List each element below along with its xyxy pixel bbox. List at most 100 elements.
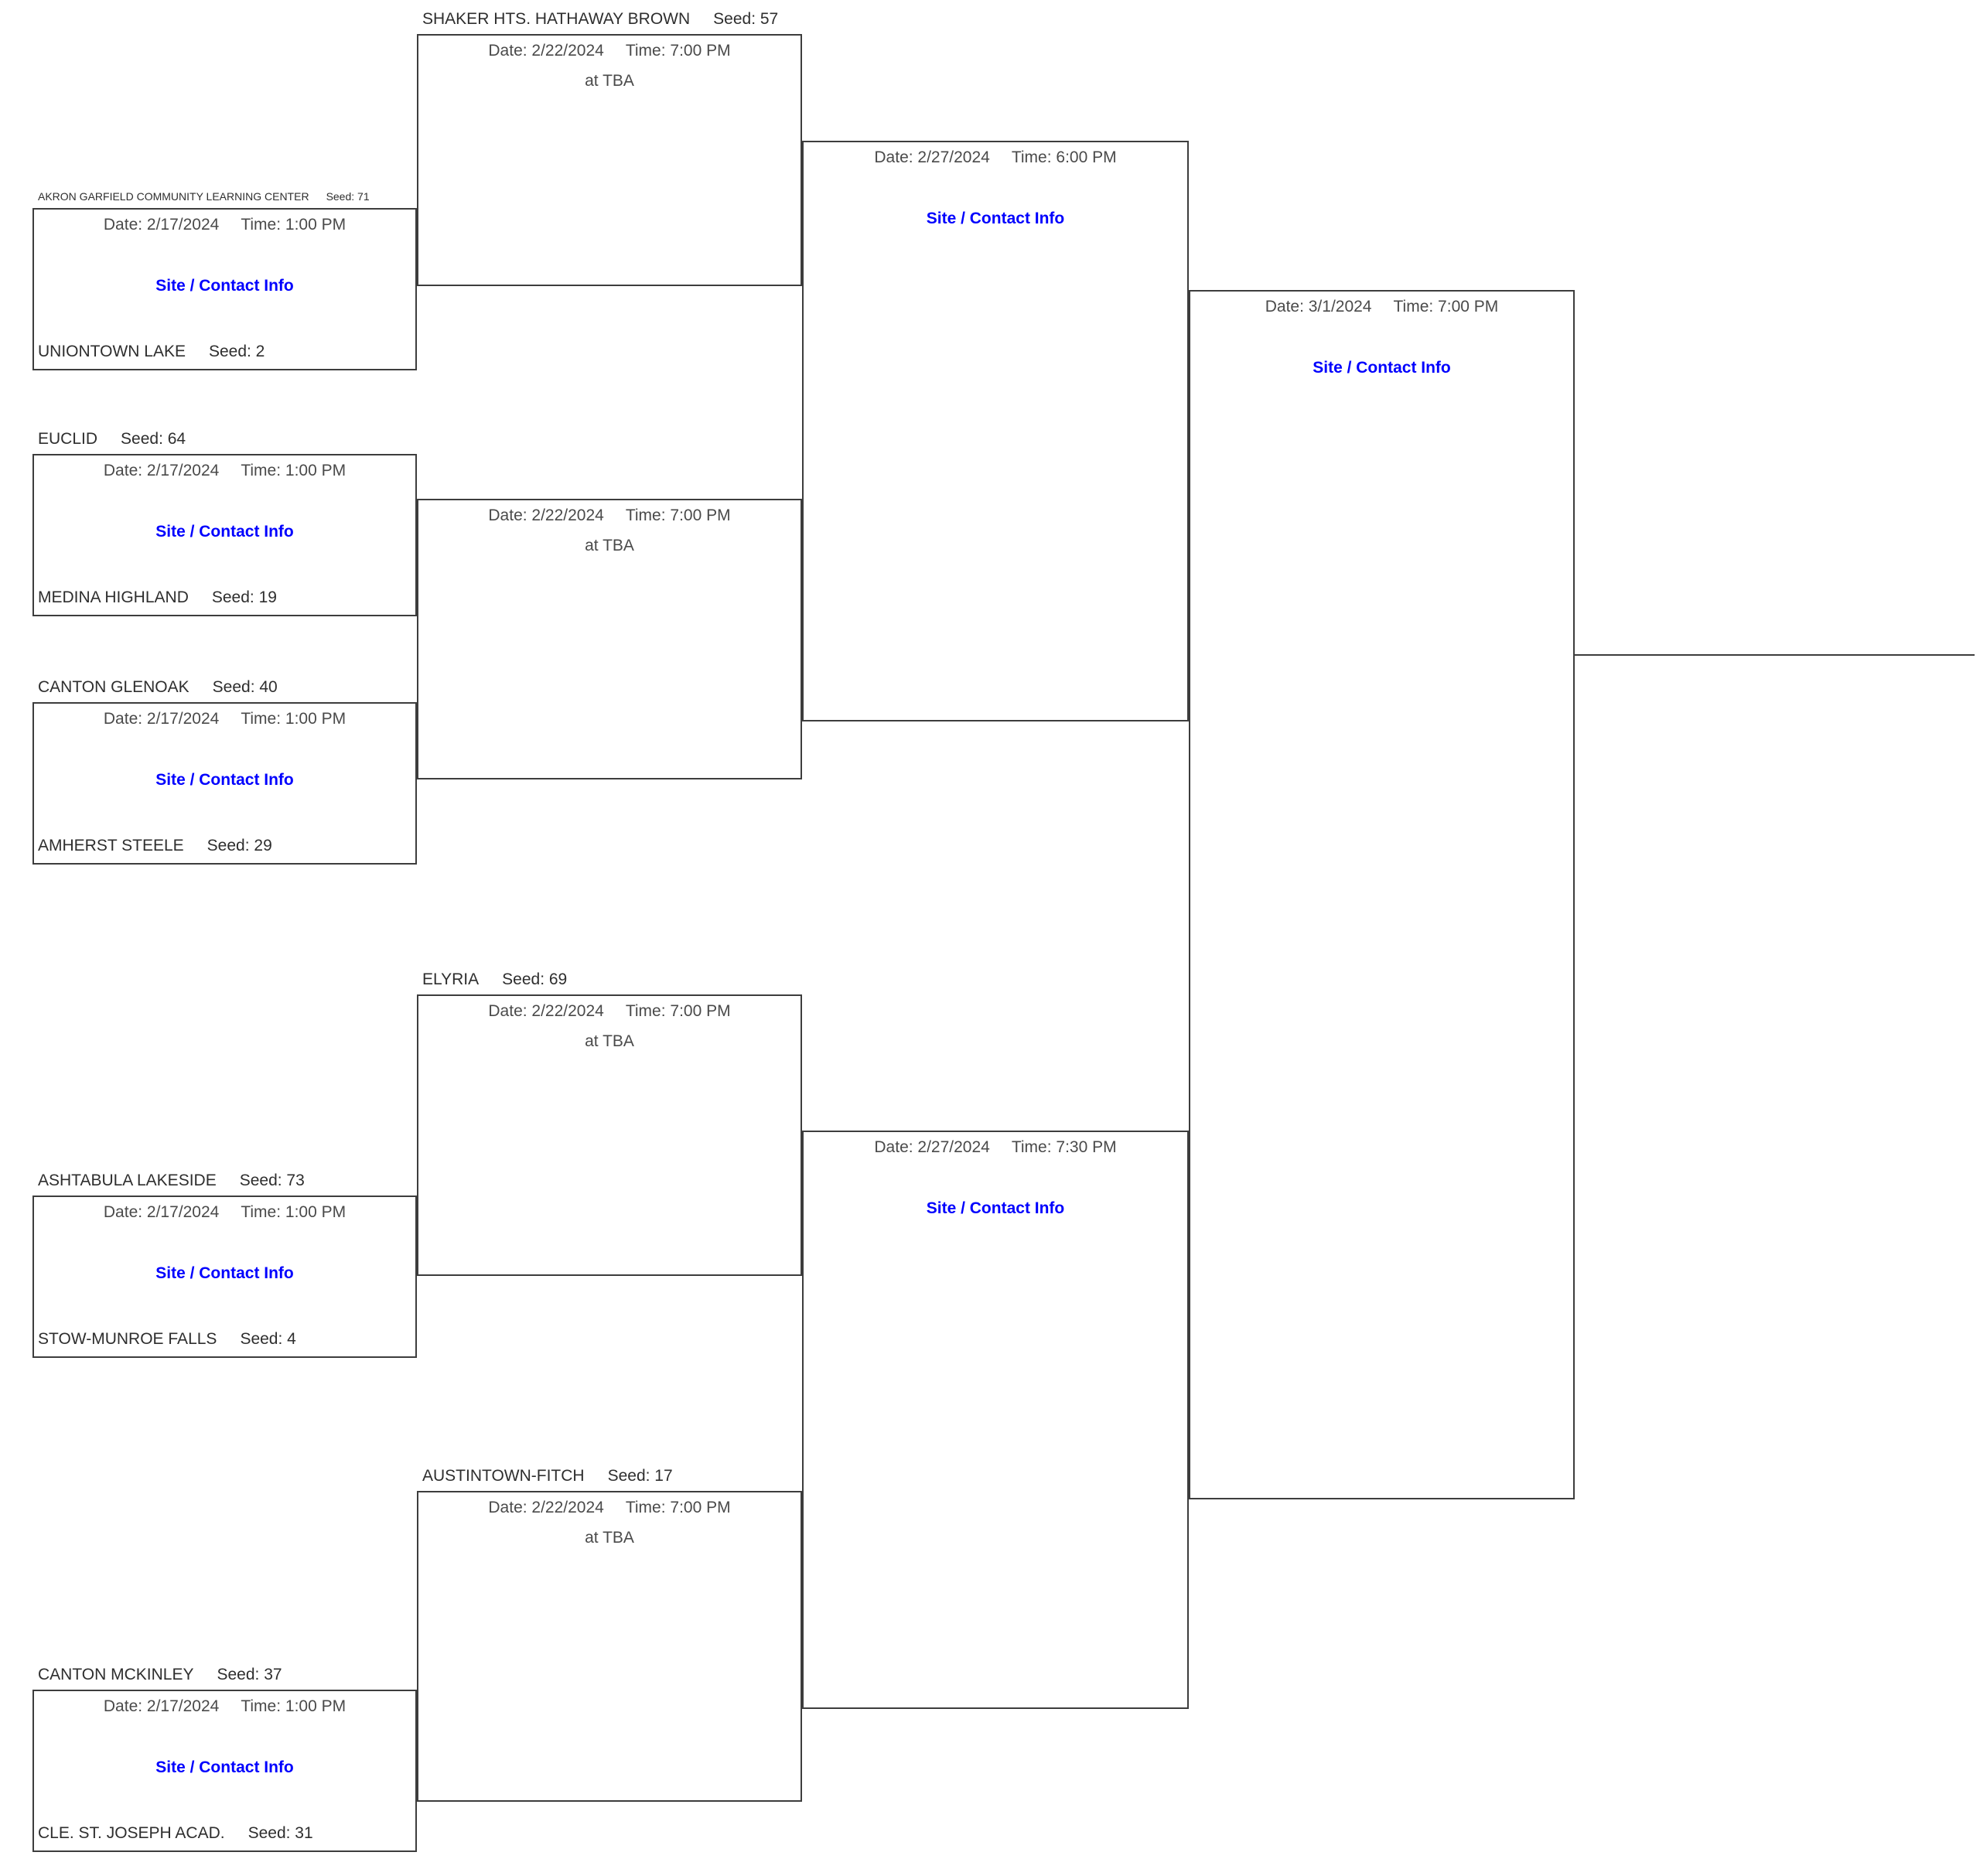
game-box-r1-g2: EUCLID Seed: 64 Date: 2/17/2024 Time: 1:00… <box>32 430 417 616</box>
game-date: Date: 2/22/2024 <box>488 507 604 524</box>
game-datetime: Date: 2/22/2024 Time: 7:00 PM <box>418 506 801 526</box>
game-datetime: Date: 2/17/2024 Time: 1:00 PM <box>34 709 415 729</box>
game-time: Time: 1:00 PM <box>241 216 346 234</box>
winner-line <box>1575 654 1975 656</box>
team-name: MEDINA HIGHLAND <box>38 588 189 606</box>
game-time: Time: 7:00 PM <box>625 1499 731 1516</box>
game-location: at TBA <box>585 1529 634 1547</box>
team-name: AMHERST STEELE <box>38 837 184 854</box>
game-date: Date: 2/22/2024 <box>488 42 604 60</box>
game-time: Time: 7:00 PM <box>625 42 731 60</box>
team-label-top: CANTON GLENOAK Seed: 40 <box>38 677 278 698</box>
game-box-r3-g1: Date: 2/27/2024 Time: 6:00 PM Site / Cont… <box>802 141 1189 721</box>
game-datetime: Date: 2/22/2024 Time: 7:00 PM <box>418 1001 801 1022</box>
team-label-top: AUSTINTOWN-FITCH Seed: 17 <box>422 1466 673 1486</box>
game-box-r1-g5: CANTON MCKINLEY Seed: 37 Date: 2/17/2024 T… <box>32 1666 417 1852</box>
game-box-r1-g3: CANTON GLENOAK Seed: 40 Date: 2/17/2024 Ti… <box>32 678 417 865</box>
seed-label: Seed: 17 <box>607 1467 673 1485</box>
game-box-r2-g2: Date: 2/22/2024 Time: 7:00 PM at TBA <box>417 499 802 779</box>
team-label-bottom: AMHERST STEELE Seed: 29 <box>38 836 272 856</box>
seed-label: Seed: 2 <box>208 343 265 360</box>
game-datetime: Date: 2/17/2024 Time: 1:00 PM <box>34 461 415 481</box>
game-datetime: Date: 3/1/2024 Time: 7:00 PM <box>1190 297 1573 317</box>
game-datetime: Date: 2/27/2024 Time: 6:00 PM <box>804 148 1187 168</box>
game-time: Time: 1:00 PM <box>241 1697 346 1715</box>
game-location: at TBA <box>585 1032 634 1050</box>
team-name: AKRON GARFIELD COMMUNITY LEARNING CENTER <box>38 190 309 203</box>
game-time: Time: 7:00 PM <box>625 1002 731 1020</box>
game-date: Date: 2/22/2024 <box>488 1499 604 1516</box>
seed-label: Seed: 37 <box>217 1666 282 1683</box>
game-date: Date: 2/17/2024 <box>103 1697 220 1715</box>
seed-label: Seed: 64 <box>121 430 186 448</box>
team-label-top: CANTON MCKINLEY Seed: 37 <box>38 1665 282 1685</box>
game-time: Time: 1:00 PM <box>241 1203 346 1221</box>
game-time: Time: 1:00 PM <box>241 710 346 728</box>
team-label-top: ELYRIA Seed: 69 <box>422 970 567 990</box>
site-contact-link[interactable]: Site / Contact Info <box>155 1758 294 1776</box>
team-name: ELYRIA <box>422 970 480 988</box>
team-name: ASHTABULA LAKESIDE <box>38 1172 217 1189</box>
game-location: at TBA <box>585 537 634 554</box>
game-box-r3-g2: Date: 2/27/2024 Time: 7:30 PM Site / Cont… <box>802 1131 1189 1709</box>
site-contact-link[interactable]: Site / Contact Info <box>926 1199 1065 1217</box>
team-label-top: EUCLID Seed: 64 <box>38 429 186 449</box>
site-contact-link[interactable]: Site / Contact Info <box>926 210 1065 227</box>
game-date: Date: 2/17/2024 <box>103 462 220 479</box>
seed-label: Seed: 31 <box>248 1824 313 1842</box>
seed-label: Seed: 73 <box>239 1172 305 1189</box>
game-date: Date: 2/27/2024 <box>874 1138 990 1156</box>
seed-label: Seed: 57 <box>713 10 779 28</box>
game-box-r1-g1: AKRON GARFIELD COMMUNITY LEARNING CENTER… <box>32 190 417 370</box>
game-box-r2-g1: SHAKER HTS. HATHAWAY BROWN Seed: 57 Date:… <box>417 10 802 286</box>
game-date: Date: 2/17/2024 <box>103 1203 220 1221</box>
game-datetime: Date: 2/27/2024 Time: 7:30 PM <box>804 1138 1187 1158</box>
team-name: STOW-MUNROE FALLS <box>38 1330 217 1348</box>
seed-label: Seed: 71 <box>326 190 370 203</box>
site-contact-link[interactable]: Site / Contact Info <box>155 277 294 295</box>
team-name: CLE. ST. JOSEPH ACAD. <box>38 1824 225 1842</box>
game-date: Date: 2/17/2024 <box>103 216 220 234</box>
game-time: Time: 7:00 PM <box>1393 298 1499 316</box>
game-location: at TBA <box>585 72 634 90</box>
site-contact-link[interactable]: Site / Contact Info <box>155 771 294 789</box>
game-box-r2-g4: AUSTINTOWN-FITCH Seed: 17 Date: 2/22/2024… <box>417 1467 802 1802</box>
seed-label: Seed: 40 <box>212 678 278 696</box>
team-label-top: AKRON GARFIELD COMMUNITY LEARNING CENTER… <box>38 189 370 203</box>
seed-label: Seed: 29 <box>207 837 272 854</box>
game-date: Date: 2/17/2024 <box>103 710 220 728</box>
game-datetime: Date: 2/17/2024 Time: 1:00 PM <box>34 215 415 235</box>
seed-label: Seed: 4 <box>240 1330 296 1348</box>
game-datetime: Date: 2/17/2024 Time: 1:00 PM <box>34 1202 415 1223</box>
game-box-final: Date: 3/1/2024 Time: 7:00 PM Site / Conta… <box>1189 290 1575 1499</box>
game-time: Time: 7:00 PM <box>625 507 731 524</box>
team-name: EUCLID <box>38 430 98 448</box>
team-name: CANTON MCKINLEY <box>38 1666 194 1683</box>
game-date: Date: 2/22/2024 <box>488 1002 604 1020</box>
team-label-bottom: UNIONTOWN LAKE Seed: 2 <box>38 342 265 362</box>
seed-label: Seed: 19 <box>211 588 277 606</box>
game-time: Time: 7:30 PM <box>1011 1138 1117 1156</box>
game-date: Date: 3/1/2024 <box>1265 298 1372 316</box>
team-name: SHAKER HTS. HATHAWAY BROWN <box>422 10 691 28</box>
team-name: UNIONTOWN LAKE <box>38 343 186 360</box>
team-label-bottom: CLE. ST. JOSEPH ACAD. Seed: 31 <box>38 1823 313 1844</box>
site-contact-link[interactable]: Site / Contact Info <box>155 1264 294 1282</box>
seed-label: Seed: 69 <box>502 970 568 988</box>
game-time: Time: 1:00 PM <box>241 462 346 479</box>
game-box-r1-g4: ASHTABULA LAKESIDE Seed: 73 Date: 2/17/20… <box>32 1172 417 1358</box>
game-datetime: Date: 2/17/2024 Time: 1:00 PM <box>34 1697 415 1717</box>
game-time: Time: 6:00 PM <box>1011 148 1117 166</box>
game-datetime: Date: 2/22/2024 Time: 7:00 PM <box>418 41 801 61</box>
game-box-r2-g3: ELYRIA Seed: 69 Date: 2/22/2024 Time: 7:00… <box>417 970 802 1276</box>
site-contact-link[interactable]: Site / Contact Info <box>1313 359 1451 377</box>
game-date: Date: 2/27/2024 <box>874 148 990 166</box>
team-label-top: ASHTABULA LAKESIDE Seed: 73 <box>38 1171 305 1191</box>
team-label-bottom: MEDINA HIGHLAND Seed: 19 <box>38 588 277 608</box>
team-name: CANTON GLENOAK <box>38 678 189 696</box>
team-label-top: SHAKER HTS. HATHAWAY BROWN Seed: 57 <box>422 9 778 29</box>
team-label-bottom: STOW-MUNROE FALLS Seed: 4 <box>38 1329 296 1349</box>
site-contact-link[interactable]: Site / Contact Info <box>155 523 294 541</box>
team-name: AUSTINTOWN-FITCH <box>422 1467 585 1485</box>
